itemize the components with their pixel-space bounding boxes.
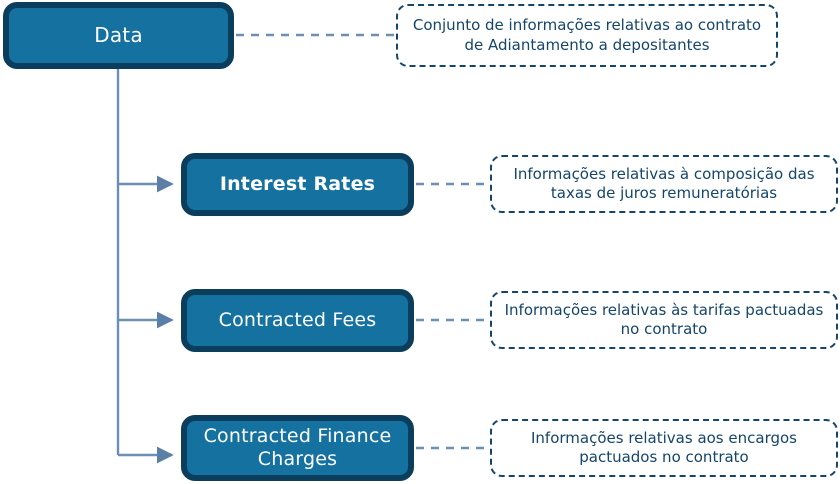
- annotation-contracted-fees-text: Informações relativas às tarifas pactuad…: [504, 300, 824, 339]
- node-contracted-finance-charges[interactable]: Contracted Finance Charges: [181, 415, 414, 481]
- annotation-interest-rates: Informações relativas à composição das t…: [490, 155, 838, 213]
- annotation-interest-rates-text: Informações relativas à composição das t…: [513, 164, 815, 203]
- node-contracted-fees[interactable]: Contracted Fees: [181, 289, 414, 352]
- node-contracted-fees-label: Contracted Fees: [218, 308, 377, 331]
- node-data-label: Data: [94, 23, 143, 48]
- annotation-data: Conjunto de informações relativas ao con…: [396, 4, 778, 67]
- annotation-data-text: Conjunto de informações relativas ao con…: [412, 16, 762, 54]
- node-interest-rates[interactable]: Interest Rates: [181, 153, 414, 216]
- annotation-contracted-fees: Informações relativas às tarifas pactuad…: [490, 291, 838, 349]
- node-contracted-finance-charges-label: Contracted Finance Charges: [203, 424, 392, 470]
- annotation-contracted-finance-charges-text: Informações relativas aos encargos pactu…: [530, 428, 797, 467]
- node-interest-rates-label: Interest Rates: [219, 172, 376, 195]
- annotation-contracted-finance-charges: Informações relativas aos encargos pactu…: [490, 419, 838, 477]
- node-data[interactable]: Data: [3, 2, 234, 69]
